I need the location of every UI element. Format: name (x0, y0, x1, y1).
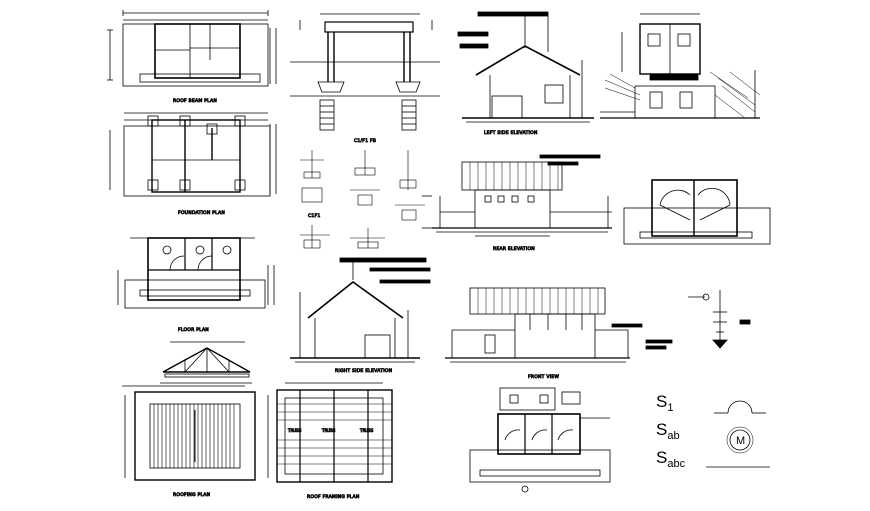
bottom-center-plan (469, 387, 611, 493)
title-rear-elevation: REAR ELEVATION (493, 246, 535, 252)
legend-s1: S1 (656, 392, 673, 414)
motor-symbol-icon (726, 426, 754, 454)
title-right-side-elevation: RIGHT SIDE ELEVATION (335, 368, 392, 374)
title-roof-beam-plan: ROOF BEAM PLAN (173, 98, 217, 104)
left-side-elevation (457, 11, 594, 123)
title-roof-framing-plan: ROOF FRAMING PLAN (307, 494, 360, 500)
floor-plan (117, 237, 275, 309)
switch-symbol (714, 400, 766, 414)
legend-sab: Sab (656, 420, 680, 442)
plan-with-door-swings (623, 179, 771, 245)
framing-label-2: TRUSS (321, 428, 336, 433)
motor-symbol-label: M (736, 435, 745, 447)
rear-elevation (422, 154, 612, 237)
title-front-view: FRONT VIEW (528, 374, 559, 380)
title-roofing-plan: ROOFING PLAN (173, 492, 210, 498)
electrical-riser-symbol (645, 290, 751, 350)
title-c1f1: C1F1 (308, 213, 321, 219)
top-right-details (600, 13, 761, 119)
roofing-plan (122, 385, 256, 481)
framing-label-3: TRUSS (359, 428, 374, 433)
roof-framing-plan (267, 382, 393, 483)
title-foundation-plan: FOUNDATION PLAN (178, 210, 225, 216)
roof-beam-plan (107, 10, 277, 87)
right-side-elevation (290, 257, 431, 363)
framing-label-1: TRUSS (287, 428, 302, 433)
legend-sabc: Sabc (656, 448, 686, 470)
title-c1-f1: C1/F1 FB (354, 138, 376, 144)
title-floor-plan: FLOOR PLAN (178, 327, 209, 333)
front-view (445, 287, 643, 363)
truss-elevation (160, 341, 252, 384)
foundation-plan (109, 112, 277, 197)
portal-frame-detail (290, 13, 440, 131)
section-details (300, 150, 425, 249)
title-left-side-elevation: LEFT SIDE ELEVATION (484, 130, 537, 136)
